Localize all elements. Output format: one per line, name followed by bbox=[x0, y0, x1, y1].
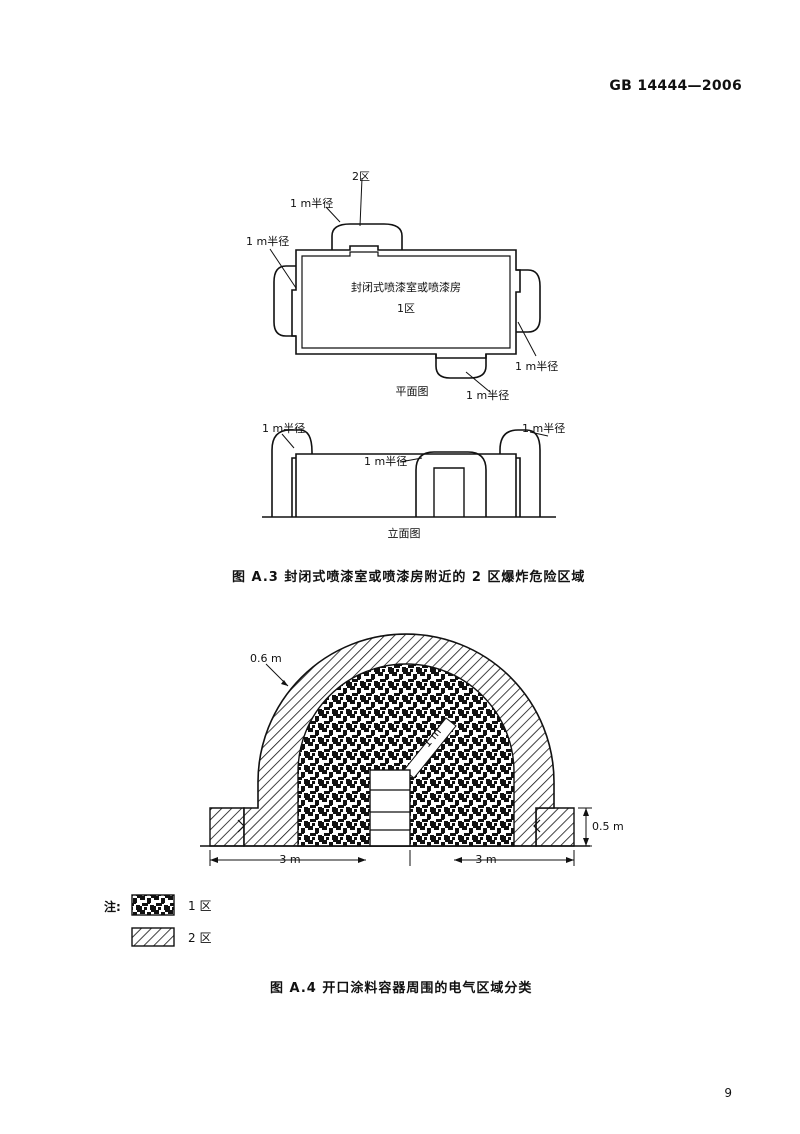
zone1-dome bbox=[297, 663, 515, 847]
plan-top-radius-zone bbox=[331, 223, 403, 250]
plan-left-radius-zone bbox=[273, 265, 296, 337]
figure-a4-diagram bbox=[200, 633, 592, 866]
room-name: 封闭式喷漆室或喷漆房 bbox=[351, 280, 461, 294]
dim-height-label: 0.5 m bbox=[592, 820, 624, 833]
plan-radius-label-top: 1 m半径 bbox=[290, 196, 333, 210]
figure-a3-caption: 图 A.3 封闭式喷漆室或喷漆房附近的 2 区爆炸危险区域 bbox=[232, 570, 586, 585]
legend-zone1-swatch bbox=[131, 894, 175, 916]
standard-number: GB 14444—2006 bbox=[609, 78, 742, 94]
elevation-door-radius-zone bbox=[415, 451, 487, 517]
plan-radius-label-left: 1 m半径 bbox=[246, 234, 289, 248]
dim-right-label: 3 m bbox=[475, 853, 496, 866]
paint-container bbox=[369, 769, 411, 847]
zone2-label: 2区 bbox=[352, 170, 370, 183]
elevation-radius-label-right: 1 m半径 bbox=[522, 421, 565, 435]
plan-radius-label-right: 1 m半径 bbox=[515, 359, 558, 373]
figure-a3-plan bbox=[269, 177, 541, 393]
dim-left-label: 3 m bbox=[279, 853, 300, 866]
legend-zone1-label: 1 区 bbox=[188, 899, 211, 913]
legend-zone2-label: 2 区 bbox=[188, 931, 211, 945]
plan-view-label: 平面图 bbox=[396, 385, 429, 398]
dim-outer-label: 0.6 m bbox=[250, 652, 282, 665]
legend-note: 注: bbox=[104, 899, 121, 914]
elevation-radius-label-left: 1 m半径 bbox=[262, 421, 305, 435]
plan-booth-outer-wall bbox=[291, 245, 521, 359]
page-number: 9 bbox=[724, 1086, 732, 1100]
plan-right-radius-zone bbox=[516, 269, 541, 333]
elevation-left-radius-zone bbox=[271, 429, 313, 517]
legend-zone2-swatch bbox=[131, 927, 175, 947]
elevation-right-radius-zone bbox=[499, 429, 541, 517]
figure-a4-caption: 图 A.4 开口涂料容器周围的电气区域分类 bbox=[270, 981, 533, 996]
plan-bottom-radius-zone bbox=[435, 354, 487, 379]
legend: 注: 1 区 2 区 bbox=[104, 894, 211, 947]
elevation-radius-label-door: 1 m半径 bbox=[364, 454, 407, 468]
plan-booth-inner-wall bbox=[301, 251, 511, 349]
room-zone: 1区 bbox=[397, 302, 415, 315]
elevation-door bbox=[433, 467, 465, 517]
figure-a3-elevation bbox=[262, 429, 556, 518]
elevation-view-label: 立面图 bbox=[388, 526, 421, 540]
plan-radius-label-bottom: 1 m半径 bbox=[466, 388, 509, 402]
